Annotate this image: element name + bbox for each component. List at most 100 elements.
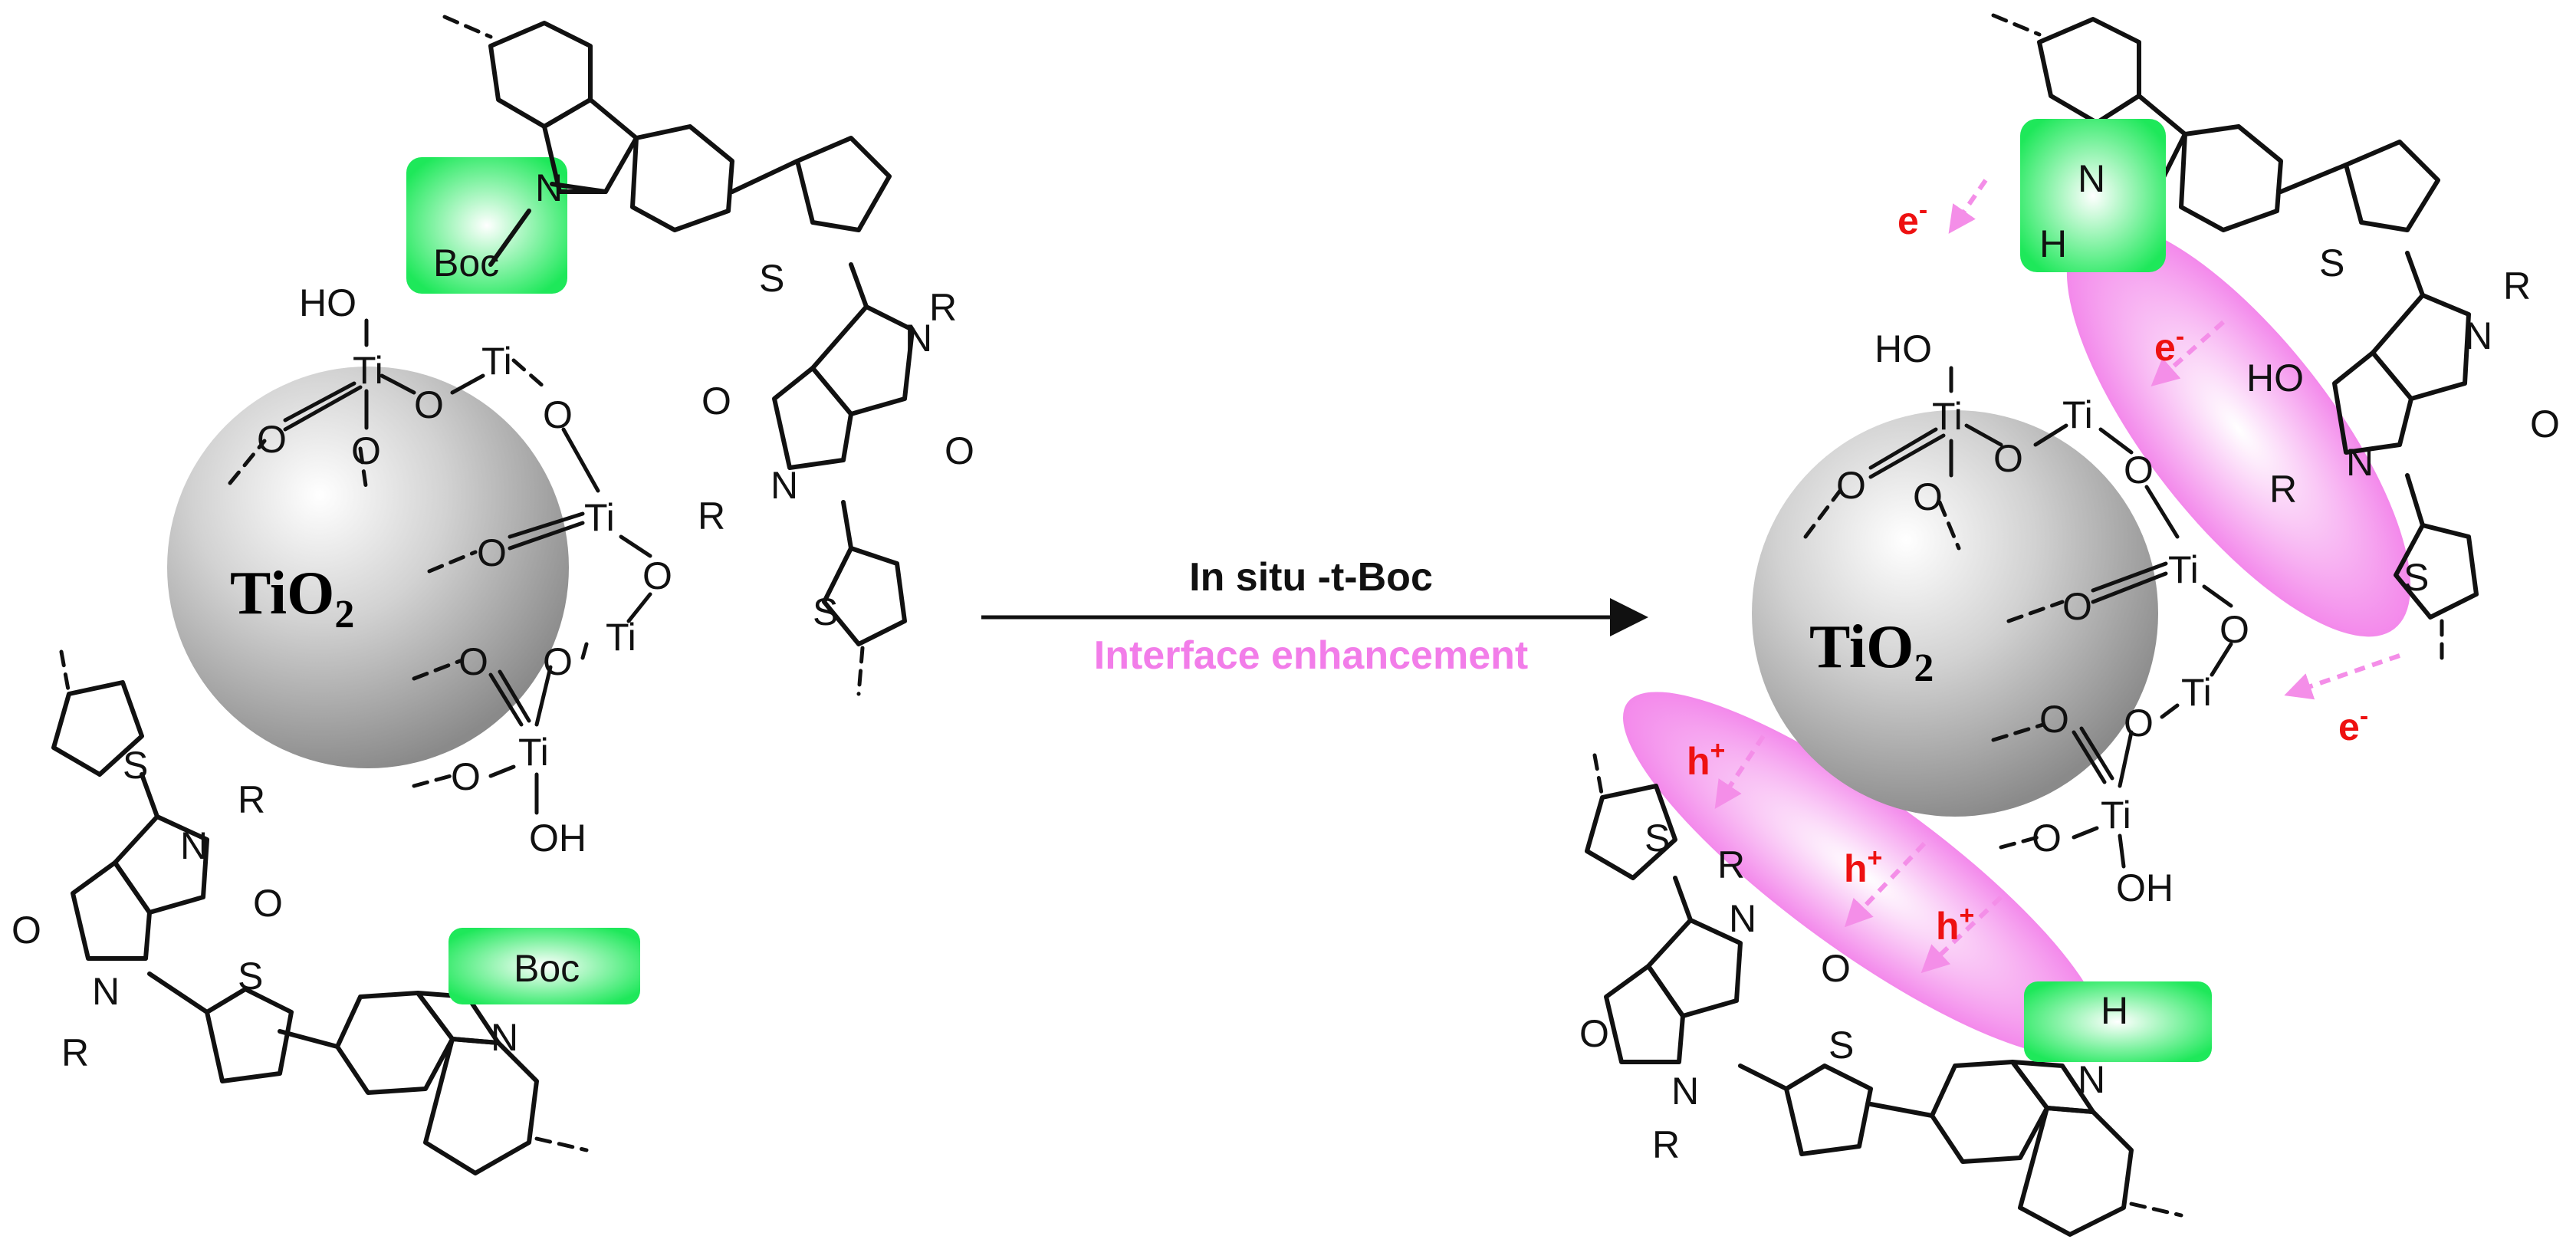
left-ho: HO bbox=[299, 281, 356, 324]
left-oh: OH bbox=[529, 817, 586, 860]
left-ti-2: Ti bbox=[481, 340, 512, 383]
right-o-2: O bbox=[1836, 464, 1866, 507]
left-bottom-n-1: N bbox=[180, 824, 208, 867]
right-top-n-1: N bbox=[2465, 314, 2492, 357]
left-bottom-boc: Boc bbox=[514, 947, 580, 990]
left-ti-5: Ti bbox=[518, 731, 549, 774]
left-o-5: O bbox=[477, 531, 507, 574]
left-top-boc: Boc bbox=[433, 242, 499, 284]
left-bottom-o-2: O bbox=[12, 909, 41, 952]
right-tio2-sphere bbox=[1752, 410, 2158, 817]
right-bottom-r-2: R bbox=[1652, 1123, 1680, 1166]
right-top-s-2: S bbox=[2404, 556, 2429, 599]
left-bottom-r-1: R bbox=[238, 778, 265, 821]
left-bottom-o-1: O bbox=[253, 882, 283, 925]
left-o-7: O bbox=[543, 640, 573, 683]
right-bottom-n-1: N bbox=[1729, 897, 1756, 940]
electron-label-2: e- bbox=[2154, 322, 2184, 369]
left-top-molecule: Boc N S N R O O N R S bbox=[406, 15, 974, 696]
right-bottom-o-2: O bbox=[1579, 1012, 1609, 1055]
left-top-s-1: S bbox=[759, 257, 784, 300]
right-ti-4: Ti bbox=[2181, 671, 2212, 714]
left-o-1: O bbox=[414, 383, 444, 426]
right-top-molecule: N H S N R O HO N R S bbox=[1991, 13, 2560, 669]
left-panel: TiO2 HO bbox=[12, 15, 974, 1175]
left-o-3: O bbox=[351, 429, 381, 472]
right-top-ho: HO bbox=[2246, 357, 2304, 399]
right-o-5: O bbox=[2062, 585, 2092, 628]
left-o-4: O bbox=[543, 393, 573, 436]
left-o-6: O bbox=[642, 554, 672, 597]
right-ti-1: Ti bbox=[1932, 395, 1963, 438]
left-ti-1: Ti bbox=[353, 349, 383, 392]
right-top-r-1: R bbox=[2503, 265, 2531, 307]
left-bottom-r-2: R bbox=[61, 1031, 89, 1074]
electron-label-1: e- bbox=[1898, 196, 1927, 242]
right-ti-o-framework bbox=[1803, 366, 2233, 869]
electron-label-3: e- bbox=[2338, 702, 2368, 748]
left-top-boc-highlight bbox=[406, 157, 567, 294]
arrow-bottom-label: Interface enhancement bbox=[1094, 633, 1528, 678]
right-tio2-label: TiO2 bbox=[1809, 613, 1934, 690]
arrow-top-label: In situ -t-Boc bbox=[1189, 555, 1433, 600]
right-o-3: O bbox=[1913, 475, 1943, 518]
left-ti-o-framework bbox=[228, 318, 652, 815]
left-o-8: O bbox=[458, 640, 488, 683]
right-bottom-nh-n: N bbox=[2078, 1058, 2105, 1101]
left-tio2-sphere bbox=[167, 367, 569, 768]
hole-label-1: h+ bbox=[1687, 736, 1725, 783]
right-o-7: O bbox=[2124, 702, 2154, 745]
left-bottom-boc-highlight bbox=[449, 928, 640, 1004]
left-ti-4: Ti bbox=[606, 616, 636, 659]
left-top-n-2: N bbox=[770, 464, 798, 507]
left-ti-3: Ti bbox=[584, 496, 615, 539]
right-o-8: O bbox=[2039, 698, 2069, 741]
right-o-4: O bbox=[2124, 449, 2154, 491]
charge-labels: e- e- e- h+ h+ h+ bbox=[1687, 196, 2368, 948]
right-bottom-o-1: O bbox=[1821, 947, 1851, 990]
left-top-n-1: N bbox=[905, 317, 932, 360]
left-tio2-label: TiO2 bbox=[230, 560, 354, 636]
left-top-s-2: S bbox=[813, 590, 838, 633]
left-o-9: O bbox=[451, 755, 481, 798]
right-bottom-interface-glow bbox=[1623, 692, 2103, 1057]
left-top-o-1: O bbox=[945, 429, 974, 472]
reaction-arrow-group: In situ -t-Boc Interface enhancement bbox=[981, 555, 1648, 678]
right-bottom-s-1: S bbox=[1644, 817, 1670, 860]
right-top-interface-glow bbox=[2066, 222, 2411, 637]
right-bottom-molecule: S N R O O N R S H N bbox=[1579, 753, 2212, 1237]
right-top-nh-n: N bbox=[2078, 157, 2105, 200]
right-top-n-2: N bbox=[2346, 441, 2374, 484]
right-ti-o-atoms: HO Ti O Ti O O O Ti O O Ti O O Ti O OH bbox=[1836, 327, 2249, 909]
left-bottom-n-carbazole: N bbox=[491, 1016, 518, 1059]
left-bottom-s-2: S bbox=[238, 955, 263, 998]
left-top-o-2: O bbox=[702, 380, 731, 422]
hole-label-3: h+ bbox=[1936, 901, 1974, 948]
left-o-2: O bbox=[257, 418, 287, 461]
right-bottom-nh-highlight bbox=[2024, 981, 2212, 1062]
charge-transfer-arrows bbox=[1714, 179, 2400, 974]
right-top-o-2: O bbox=[2530, 403, 2560, 445]
right-top-s-1: S bbox=[2319, 242, 2344, 284]
right-ho: HO bbox=[1875, 327, 1932, 370]
right-top-nh-h: H bbox=[2039, 222, 2067, 265]
right-bottom-r-1: R bbox=[1717, 843, 1745, 886]
right-panel: TiO2 HO bbox=[1579, 13, 2560, 1237]
right-bottom-n-2: N bbox=[1671, 1070, 1699, 1113]
right-ti-5: Ti bbox=[2101, 794, 2131, 837]
right-o-1: O bbox=[1993, 437, 2023, 480]
right-bottom-nh-h: H bbox=[2101, 989, 2128, 1032]
right-top-nh-highlight bbox=[2020, 119, 2166, 272]
left-bottom-molecule: S N R O O N R S Boc N bbox=[12, 649, 640, 1175]
left-bottom-n-2: N bbox=[92, 970, 120, 1013]
right-ti-2: Ti bbox=[2062, 393, 2093, 436]
hole-label-2: h+ bbox=[1844, 843, 1882, 890]
left-top-r-1: R bbox=[929, 286, 957, 329]
right-oh: OH bbox=[2116, 866, 2174, 909]
right-ti-3: Ti bbox=[2168, 548, 2199, 591]
left-top-r-2: R bbox=[698, 495, 725, 538]
left-ti-o-atoms: HO Ti O Ti O O O Ti O O Ti O O Ti O OH bbox=[257, 281, 672, 860]
right-bottom-s-2: S bbox=[1829, 1024, 1854, 1067]
